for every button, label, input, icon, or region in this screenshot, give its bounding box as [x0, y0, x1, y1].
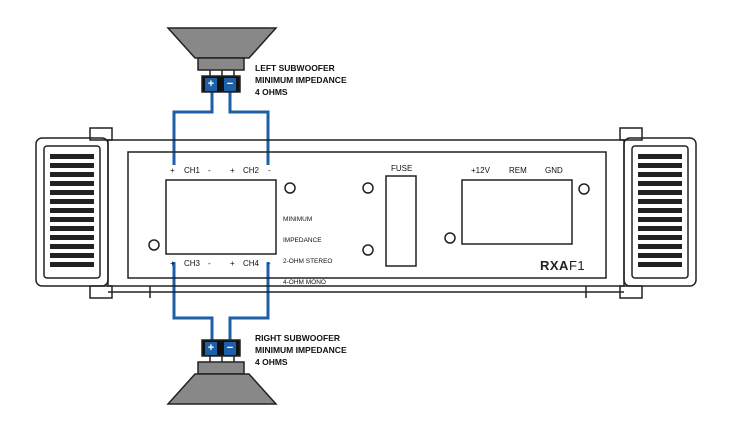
wire-right-plus	[172, 262, 214, 340]
speaker-terminal-block	[165, 179, 277, 255]
left-sub-minus-terminal: −	[224, 78, 236, 91]
left-sub-label-line2: MINIMUM IMPEDANCE	[255, 75, 347, 85]
ch3-minus-label: -	[208, 259, 211, 268]
brand-name: RXA	[540, 258, 569, 273]
power-terminal-block	[461, 179, 573, 245]
right-subwoofer-cone	[166, 373, 278, 405]
screw-hole	[148, 239, 160, 251]
left-sub-label: LEFT SUBWOOFER MINIMUM IMPEDANCE 4 OHMS	[255, 62, 347, 98]
fuse-holder	[385, 175, 417, 267]
ch1-label: CH1	[184, 166, 201, 175]
power-gnd-label: GND	[545, 166, 563, 175]
fuse-label: FUSE	[391, 164, 413, 173]
heatsink-fins	[50, 154, 682, 267]
screw-hole	[578, 183, 590, 195]
ch3-label: CH3	[184, 259, 201, 268]
screw-hole	[362, 182, 374, 194]
speaker-wires	[172, 92, 270, 340]
ch1-plus-label: +	[170, 166, 175, 175]
impedance-note-line4: 4-OHM MONO	[283, 279, 326, 286]
left-subwoofer-cone	[166, 27, 278, 59]
impedance-note-line1: MINIMUM	[283, 216, 313, 223]
screw-hole	[444, 232, 456, 244]
brand-model: F1	[568, 258, 586, 273]
ch4-minus-label: -	[268, 259, 271, 268]
right-sub-plus-terminal: +	[205, 342, 217, 355]
ch2-minus-label: -	[268, 166, 271, 175]
right-sub-minus-terminal: −	[224, 342, 236, 355]
ch1-minus-label: -	[208, 166, 211, 175]
screw-hole	[284, 182, 296, 194]
right-sub-label: RIGHT SUBWOOFER MINIMUM IMPEDANCE 4 OHMS	[255, 332, 347, 368]
wire-left-plus	[172, 92, 214, 165]
right-sub-label-line1: RIGHT SUBWOOFER	[255, 333, 340, 343]
left-sub-label-line1: LEFT SUBWOOFER	[255, 63, 335, 73]
impedance-note-line2: IMPEDANCE	[283, 237, 322, 244]
right-sub-label-line2: MINIMUM IMPEDANCE	[255, 345, 347, 355]
left-sub-plus-terminal: +	[205, 78, 217, 91]
wire-right-minus	[228, 262, 270, 340]
impedance-note-line3: 2-OHM STEREO	[283, 258, 333, 265]
screw-hole	[362, 244, 374, 256]
right-sub-label-line3: 4 OHMS	[255, 357, 288, 367]
ch2-plus-label: +	[230, 166, 235, 175]
left-subwoofer-magnet	[197, 57, 245, 71]
ch2-label: CH2	[243, 166, 260, 175]
ch3-plus-label: +	[170, 259, 175, 268]
ch4-plus-label: +	[230, 259, 235, 268]
right-subwoofer-magnet	[197, 361, 245, 375]
wire-left-minus	[228, 92, 270, 165]
amplifier-chassis	[35, 127, 697, 299]
power-rem-label: REM	[509, 166, 527, 175]
brand-logo: RXAF1	[540, 258, 585, 273]
impedance-note: MINIMUM IMPEDANCE 2-OHM STEREO 4-OHM MON…	[283, 202, 332, 293]
faceplate-components	[148, 175, 590, 267]
amplifier-body	[107, 139, 625, 287]
power-12v-label: +12V	[471, 166, 490, 175]
amplifier-faceplate	[127, 151, 607, 279]
left-sub-label-line3: 4 OHMS	[255, 87, 288, 97]
ch4-label: CH4	[243, 259, 260, 268]
